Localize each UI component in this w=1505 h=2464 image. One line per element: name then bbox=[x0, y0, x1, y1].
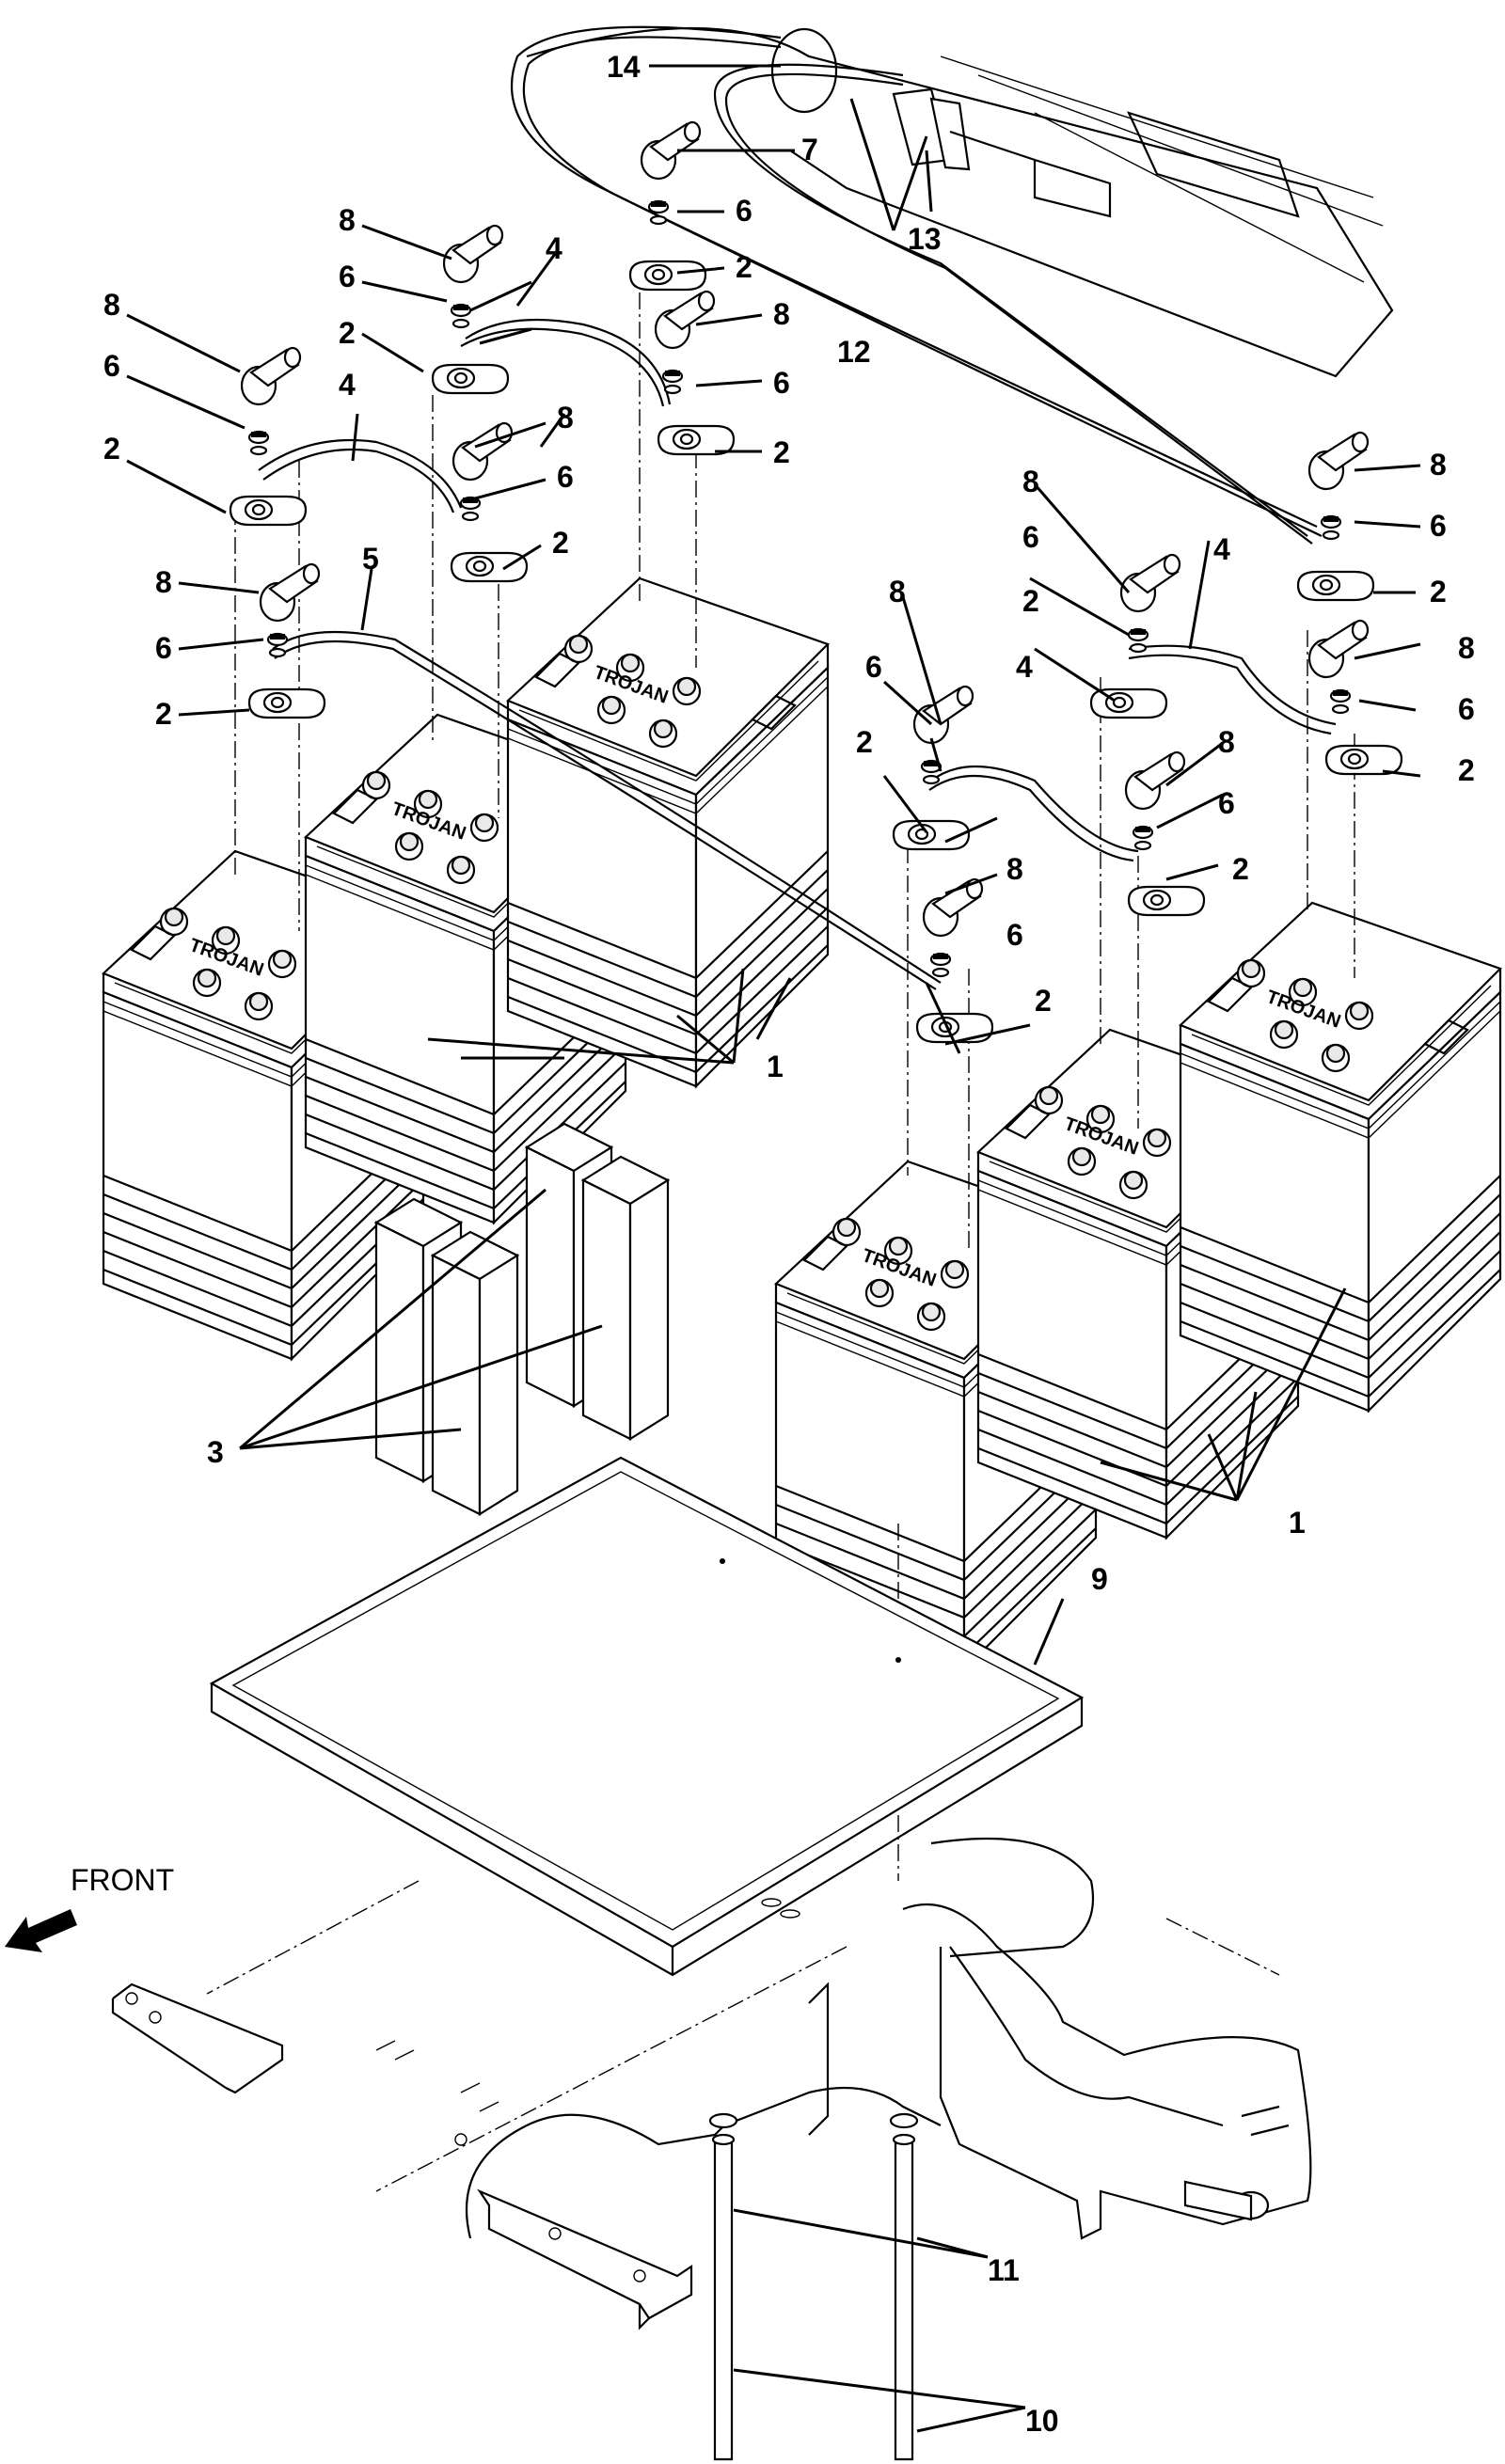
callout-2: 2 bbox=[1022, 584, 1039, 618]
callout-2: 2 bbox=[736, 250, 752, 284]
terminal-boot bbox=[247, 687, 326, 719]
terminal-cap bbox=[259, 562, 321, 623]
hold-down-rods bbox=[708, 2112, 919, 2461]
terminal-cap bbox=[1124, 750, 1186, 811]
battery-tray bbox=[209, 1456, 1085, 1977]
callout-8: 8 bbox=[1458, 631, 1475, 665]
callout-2: 2 bbox=[339, 316, 356, 350]
callout-6: 6 bbox=[1006, 918, 1023, 952]
callout-6: 6 bbox=[155, 631, 172, 665]
callout-8: 8 bbox=[889, 575, 906, 608]
terminal-cap bbox=[1307, 431, 1370, 491]
callout-6: 6 bbox=[103, 349, 120, 383]
callout-4: 4 bbox=[546, 231, 562, 265]
battery-cables bbox=[258, 318, 1337, 990]
callout-2: 2 bbox=[1035, 984, 1052, 1018]
terminal-cap bbox=[654, 290, 716, 350]
cable-harness bbox=[510, 25, 1394, 545]
terminal-boot bbox=[450, 551, 529, 583]
callout-6: 6 bbox=[773, 366, 790, 400]
callout-1: 1 bbox=[1289, 1506, 1306, 1540]
callout-6: 6 bbox=[557, 460, 574, 494]
callout-4: 4 bbox=[1213, 532, 1230, 566]
callout-11: 11 bbox=[988, 2253, 1020, 2287]
callout-8: 8 bbox=[103, 288, 120, 322]
callout-2: 2 bbox=[1458, 753, 1475, 787]
front-label: FRONT bbox=[71, 1863, 174, 1897]
callout-4: 4 bbox=[339, 368, 356, 402]
callout-2: 2 bbox=[1232, 852, 1249, 886]
callout-2: 2 bbox=[1430, 575, 1447, 608]
spacer-blocks bbox=[373, 1122, 671, 1516]
leader-lines bbox=[126, 64, 1421, 2433]
callout-8: 8 bbox=[1022, 465, 1039, 498]
terminal-boot bbox=[1127, 885, 1206, 917]
terminal-nut bbox=[1127, 627, 1149, 654]
callout-6: 6 bbox=[1022, 520, 1039, 554]
terminal-nut bbox=[266, 632, 289, 658]
callout-6: 6 bbox=[865, 650, 882, 684]
callout-1: 1 bbox=[767, 1050, 784, 1083]
callout-8: 8 bbox=[1218, 725, 1235, 759]
callout-12: 12 bbox=[837, 335, 871, 369]
callout-6: 6 bbox=[1458, 692, 1475, 726]
terminal-nut bbox=[1320, 514, 1342, 541]
callout-8: 8 bbox=[557, 401, 574, 434]
callout-8: 8 bbox=[339, 203, 356, 237]
callout-6: 6 bbox=[339, 260, 356, 293]
callout-8: 8 bbox=[1430, 448, 1447, 482]
callout-10: 10 bbox=[1025, 2404, 1059, 2438]
terminal-cap bbox=[452, 421, 514, 482]
terminal-cap bbox=[922, 877, 984, 938]
callout-2: 2 bbox=[103, 432, 120, 466]
terminal-boot bbox=[431, 363, 510, 395]
terminal-cap bbox=[240, 346, 302, 406]
terminal-nut bbox=[1132, 825, 1154, 851]
callout-8: 8 bbox=[1006, 852, 1023, 886]
callout-4: 4 bbox=[1016, 650, 1033, 684]
terminal-nut bbox=[929, 952, 952, 978]
terminal-boot bbox=[1324, 744, 1403, 776]
terminal-boot bbox=[229, 495, 308, 527]
battery bbox=[1179, 901, 1502, 1413]
callout-7: 7 bbox=[801, 133, 818, 166]
callout-2: 2 bbox=[856, 725, 873, 759]
terminal-nut bbox=[459, 496, 482, 522]
callout-2: 2 bbox=[552, 526, 569, 560]
callout-2: 2 bbox=[155, 697, 172, 731]
callout-8: 8 bbox=[155, 565, 172, 599]
callout-13: 13 bbox=[908, 222, 942, 256]
callout-6: 6 bbox=[736, 194, 752, 228]
terminal-nut bbox=[450, 303, 472, 329]
terminal-boot bbox=[1296, 570, 1375, 602]
chassis-frame bbox=[111, 1838, 1312, 2330]
front-arrow-icon bbox=[5, 1909, 77, 1952]
callout-6: 6 bbox=[1430, 509, 1447, 543]
terminal-boot bbox=[628, 260, 707, 292]
callout-8: 8 bbox=[773, 297, 790, 331]
terminal-cap bbox=[442, 224, 504, 284]
callout-2: 2 bbox=[773, 435, 790, 469]
terminal-boot bbox=[915, 1012, 994, 1044]
terminal-nut bbox=[661, 369, 684, 395]
terminal-cap bbox=[1307, 619, 1370, 679]
terminal-cap bbox=[912, 685, 974, 745]
terminal-cap bbox=[1119, 553, 1181, 613]
callout-3: 3 bbox=[207, 1435, 224, 1469]
callout-6: 6 bbox=[1218, 786, 1235, 820]
terminal-nut bbox=[247, 430, 270, 456]
battery bbox=[506, 577, 830, 1088]
terminal-nut bbox=[1329, 688, 1352, 715]
callout-5: 5 bbox=[362, 542, 379, 576]
callout-14: 14 bbox=[607, 50, 641, 84]
callout-9: 9 bbox=[1091, 1562, 1108, 1596]
callout-labels: 14 7 6 2 13 4 8 12 6 2 8 6 2 8 6 4 2 8 6… bbox=[103, 50, 1475, 2438]
